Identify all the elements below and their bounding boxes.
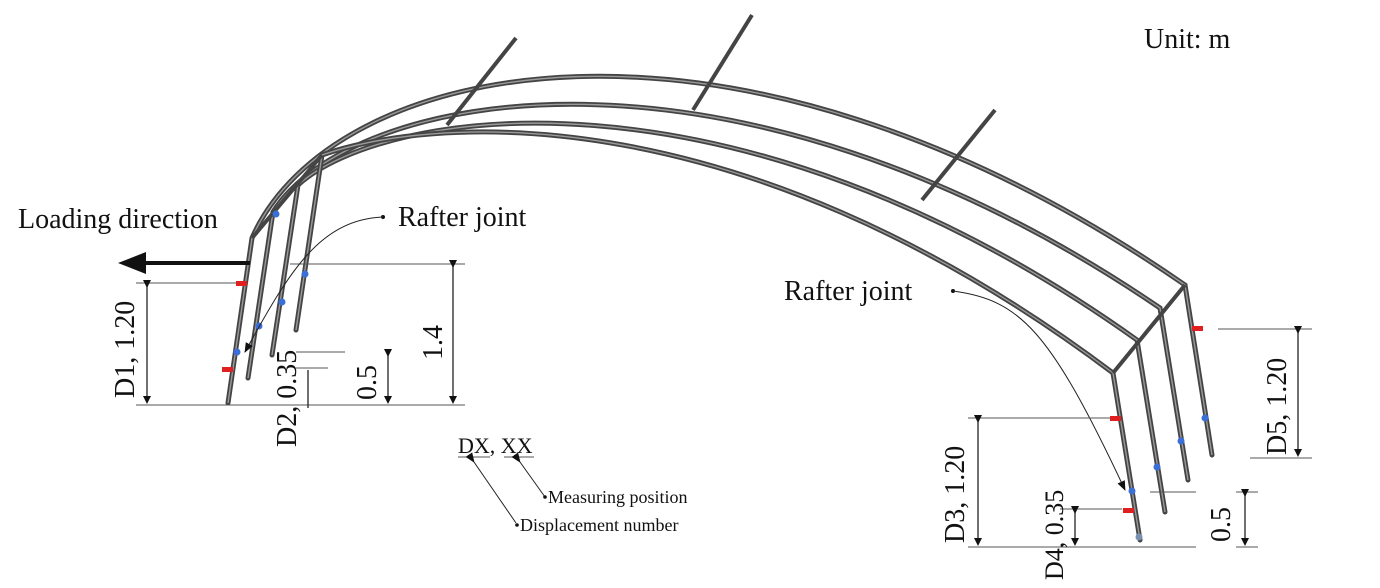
left-dimensions bbox=[136, 260, 465, 408]
point-right-3 bbox=[1153, 463, 1161, 471]
point-left-2 bbox=[301, 270, 309, 278]
rafter-3 bbox=[269, 120, 1168, 515]
legend-code: DX, XX bbox=[458, 433, 533, 458]
rafter-1 bbox=[225, 73, 1215, 458]
marker-d5 bbox=[1192, 326, 1203, 331]
marker-d1 bbox=[236, 281, 247, 286]
dim-d1: D1, 1.20 bbox=[110, 301, 141, 398]
loading-arrow bbox=[118, 252, 250, 274]
point-right-1 bbox=[1201, 414, 1209, 422]
point-right-2 bbox=[1177, 437, 1185, 445]
point-right-5 bbox=[1135, 533, 1143, 541]
dim-right-low: 0.5 bbox=[1206, 507, 1237, 542]
point-left-5 bbox=[233, 348, 241, 356]
point-left-3 bbox=[278, 298, 286, 306]
rafter-group bbox=[225, 73, 1215, 543]
purlin-crown bbox=[691, 13, 754, 112]
legend: DX, XX Measuring position Displacement n… bbox=[458, 433, 688, 535]
rafter-2 bbox=[245, 101, 1191, 483]
dim-d3: D3, 1.20 bbox=[940, 446, 971, 543]
rafter-joint-left-label: Rafter joint bbox=[398, 202, 527, 233]
legend-displacement-number: Displacement number bbox=[520, 515, 678, 535]
dim-d4: D4, 0.35 bbox=[1040, 490, 1069, 580]
purlin-upper-right bbox=[920, 108, 997, 202]
dim-left-total: 1.4 bbox=[418, 325, 449, 360]
unit-label: Unit: m bbox=[1144, 24, 1231, 55]
dim-d2: D2, 0.35 bbox=[272, 350, 303, 447]
rafter-joint-right-label: Rafter joint bbox=[784, 276, 913, 307]
rafter-4 bbox=[293, 129, 1143, 543]
point-left-1 bbox=[272, 210, 280, 218]
purlin-left bbox=[250, 153, 324, 240]
marker-d4 bbox=[1123, 508, 1134, 513]
purlin-group bbox=[250, 13, 1187, 375]
legend-measuring-position: Measuring position bbox=[548, 487, 688, 507]
purlin-right bbox=[1111, 283, 1187, 375]
dim-left-low: 0.5 bbox=[352, 365, 383, 400]
marker-d2 bbox=[222, 367, 233, 372]
dim-d5: D5, 1.20 bbox=[1262, 358, 1293, 455]
marker-group bbox=[222, 210, 1209, 541]
marker-d3 bbox=[1110, 416, 1121, 421]
right-dimensions bbox=[968, 326, 1312, 548]
purlin-upper-left bbox=[445, 36, 518, 127]
point-right-4 bbox=[1128, 487, 1136, 495]
loading-direction-label: Loading direction bbox=[18, 204, 218, 235]
